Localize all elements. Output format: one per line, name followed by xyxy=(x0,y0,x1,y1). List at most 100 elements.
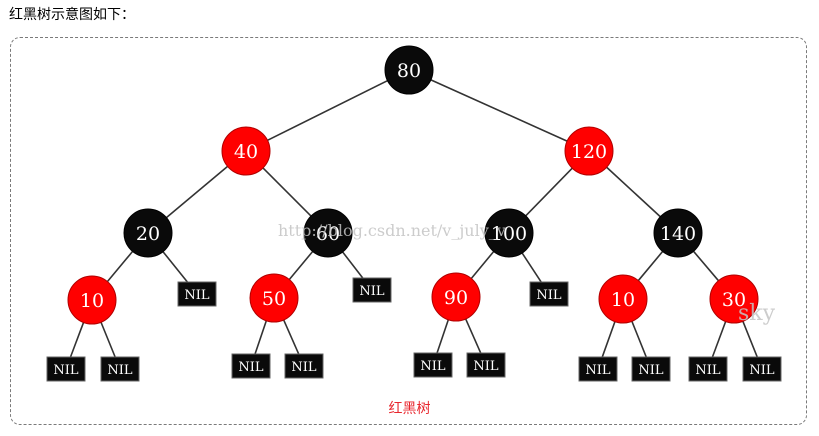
diagram-caption: 红黑树 xyxy=(388,401,431,417)
tree-edge xyxy=(711,321,727,359)
tree-node: 140 xyxy=(653,208,703,258)
black-node-circle xyxy=(303,208,353,258)
nil-label: NIL xyxy=(473,359,499,374)
nil-leaf: NIL xyxy=(352,277,392,303)
nil-box xyxy=(177,281,217,307)
nil-box xyxy=(578,356,618,382)
nil-box xyxy=(631,356,671,382)
tree-node: 80 xyxy=(384,45,434,95)
nil-leaf: NIL xyxy=(578,356,618,382)
node-value-label: 80 xyxy=(397,60,421,82)
black-node-circle xyxy=(384,45,434,95)
nil-box xyxy=(231,353,271,379)
black-node-circle xyxy=(484,208,534,258)
tree-node: 40 xyxy=(221,126,271,176)
tree-node: 50 xyxy=(249,273,299,323)
tree-edge xyxy=(606,166,661,218)
red-node-circle xyxy=(709,274,759,324)
nil-leaf: NIL xyxy=(742,356,782,382)
nil-label: NIL xyxy=(536,288,562,303)
nil-leaf: NIL xyxy=(46,356,86,382)
tree-edges xyxy=(69,79,759,359)
nil-leaf: NIL xyxy=(466,352,506,378)
nil-leaf: NIL xyxy=(177,281,217,307)
nil-label: NIL xyxy=(585,363,611,378)
nil-label: NIL xyxy=(695,363,721,378)
node-value-label: 20 xyxy=(136,223,160,245)
nil-label: NIL xyxy=(638,363,664,378)
nil-label: NIL xyxy=(291,360,317,375)
tree-edge xyxy=(254,320,268,355)
nil-label: NIL xyxy=(107,363,133,378)
tree-edge xyxy=(162,251,191,286)
nil-box xyxy=(413,352,453,378)
tree-node: 120 xyxy=(564,126,614,176)
node-value-label: 40 xyxy=(234,141,258,163)
node-value-label: 90 xyxy=(444,287,468,309)
black-node-circle xyxy=(123,208,173,258)
diagram-frame xyxy=(10,37,807,425)
nil-leaf: NIL xyxy=(529,281,569,307)
tree-edge xyxy=(742,320,759,359)
nil-label: NIL xyxy=(53,363,79,378)
nil-leaf: NIL xyxy=(413,352,453,378)
node-value-label: 100 xyxy=(491,223,527,245)
tree-edge xyxy=(288,250,314,281)
tree-edge xyxy=(100,321,117,359)
nil-box xyxy=(284,353,324,379)
nil-box xyxy=(46,356,86,382)
node-value-label: 30 xyxy=(722,289,746,311)
node-value-label: 140 xyxy=(660,223,696,245)
nil-box xyxy=(352,277,392,303)
watermark-sky: sky xyxy=(738,301,776,326)
tree-node: 20 xyxy=(123,208,173,258)
nil-box xyxy=(688,356,728,382)
red-node-circle xyxy=(598,274,648,324)
black-node-circle xyxy=(653,208,703,258)
nil-box xyxy=(529,281,569,307)
tree-edge xyxy=(464,318,482,355)
tree-edge xyxy=(430,79,568,142)
node-value-label: 60 xyxy=(316,223,340,245)
nil-leaf: NIL xyxy=(688,356,728,382)
nil-label: NIL xyxy=(420,359,446,374)
tree-edge xyxy=(69,322,85,359)
red-node-circle xyxy=(564,126,614,176)
red-node-circle xyxy=(249,273,299,323)
tree-node: 100 xyxy=(484,208,534,258)
red-node-circle xyxy=(431,272,481,322)
tree-edge xyxy=(525,167,573,217)
tree-edge xyxy=(601,321,616,358)
tree-node: 10 xyxy=(598,274,648,324)
nil-box xyxy=(466,352,506,378)
node-value-label: 10 xyxy=(611,289,635,311)
nil-box xyxy=(100,356,140,382)
nil-leaf: NIL xyxy=(100,356,140,382)
tree-edge xyxy=(262,167,312,217)
nil-box xyxy=(742,356,782,382)
tree-node: 10 xyxy=(67,275,117,325)
nil-label: NIL xyxy=(238,360,264,375)
tree-edge xyxy=(692,250,720,282)
nil-label: NIL xyxy=(359,284,385,299)
tree-edge xyxy=(106,250,134,283)
tree-node: 60 xyxy=(303,208,353,258)
nil-leaf: NIL xyxy=(231,353,271,379)
tree-edge xyxy=(637,250,664,282)
node-value-label: 10 xyxy=(80,290,104,312)
tree-edge xyxy=(165,165,229,219)
tree-edge xyxy=(282,319,300,356)
nil-leaf: NIL xyxy=(284,353,324,379)
intro-text: 红黑树示意图如下： xyxy=(9,7,135,23)
red-node-circle xyxy=(67,275,117,325)
nil-leaf: NIL xyxy=(631,356,671,382)
tree-edge xyxy=(436,319,450,354)
node-value-label: 50 xyxy=(262,288,286,310)
node-value-label: 120 xyxy=(571,141,607,163)
nil-label: NIL xyxy=(184,288,210,303)
nil-label: NIL xyxy=(749,363,775,378)
tree-edge xyxy=(267,79,388,142)
tree-edge xyxy=(470,250,495,280)
